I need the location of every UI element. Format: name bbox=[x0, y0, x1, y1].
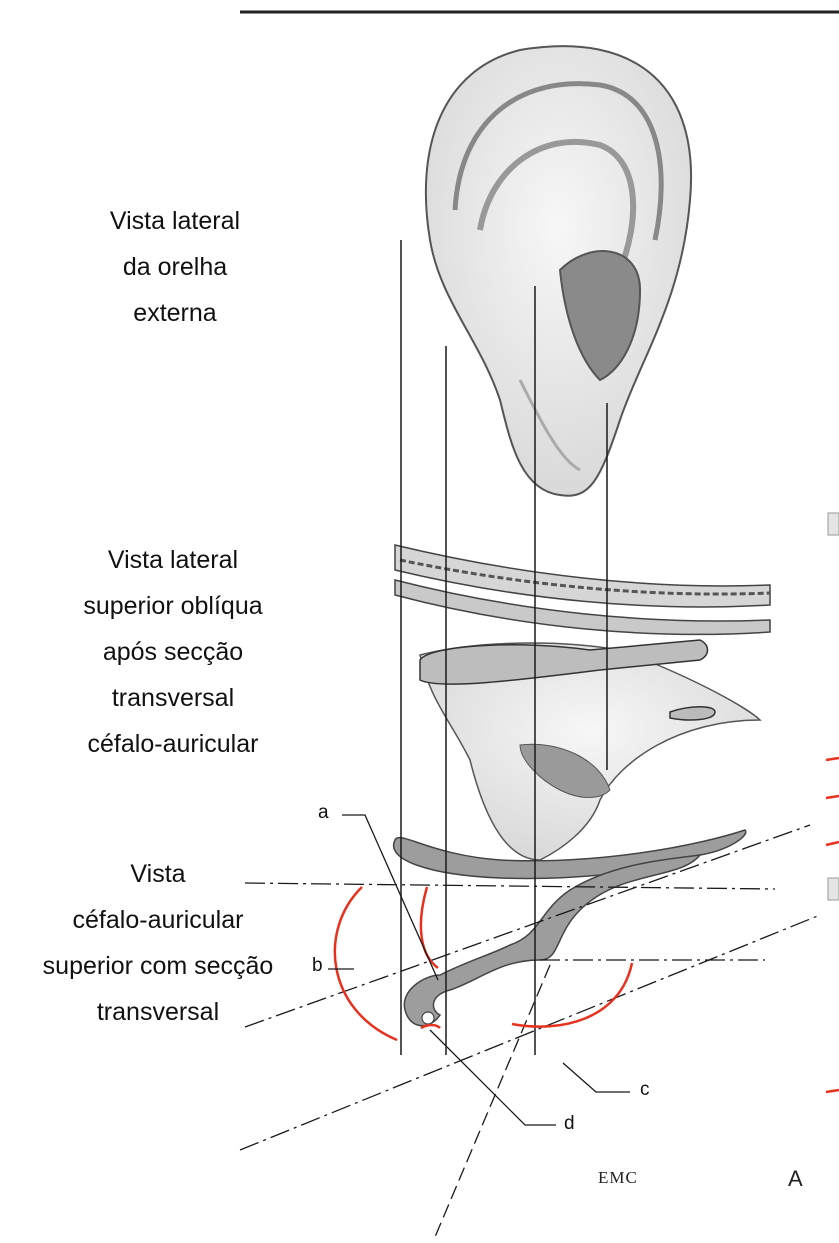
oblique-section-illustration bbox=[395, 545, 770, 860]
arc-c bbox=[512, 963, 632, 1027]
ear-lateral-illustration bbox=[426, 46, 691, 496]
caption-oblique-section: Vista lateral superior oblíqua após secç… bbox=[38, 537, 308, 767]
reference-lines bbox=[240, 825, 820, 1237]
label-a: a bbox=[318, 802, 329, 824]
edge-box-top bbox=[828, 513, 839, 535]
arc-d bbox=[421, 1025, 440, 1028]
arc-b bbox=[335, 887, 397, 1040]
arc-a bbox=[421, 887, 438, 968]
label-c: c bbox=[640, 1079, 650, 1101]
label-b: b bbox=[312, 955, 323, 977]
emc-logo: EMC bbox=[598, 1168, 638, 1188]
edge-box-bottom bbox=[828, 878, 839, 900]
label-d: d bbox=[564, 1113, 575, 1135]
panel-letter: A bbox=[788, 1166, 803, 1192]
caption-ear-lateral: Vista lateral da orelha externa bbox=[60, 198, 290, 336]
caption-transverse-section: Vista céfalo-auricular superior com secç… bbox=[0, 851, 316, 1035]
